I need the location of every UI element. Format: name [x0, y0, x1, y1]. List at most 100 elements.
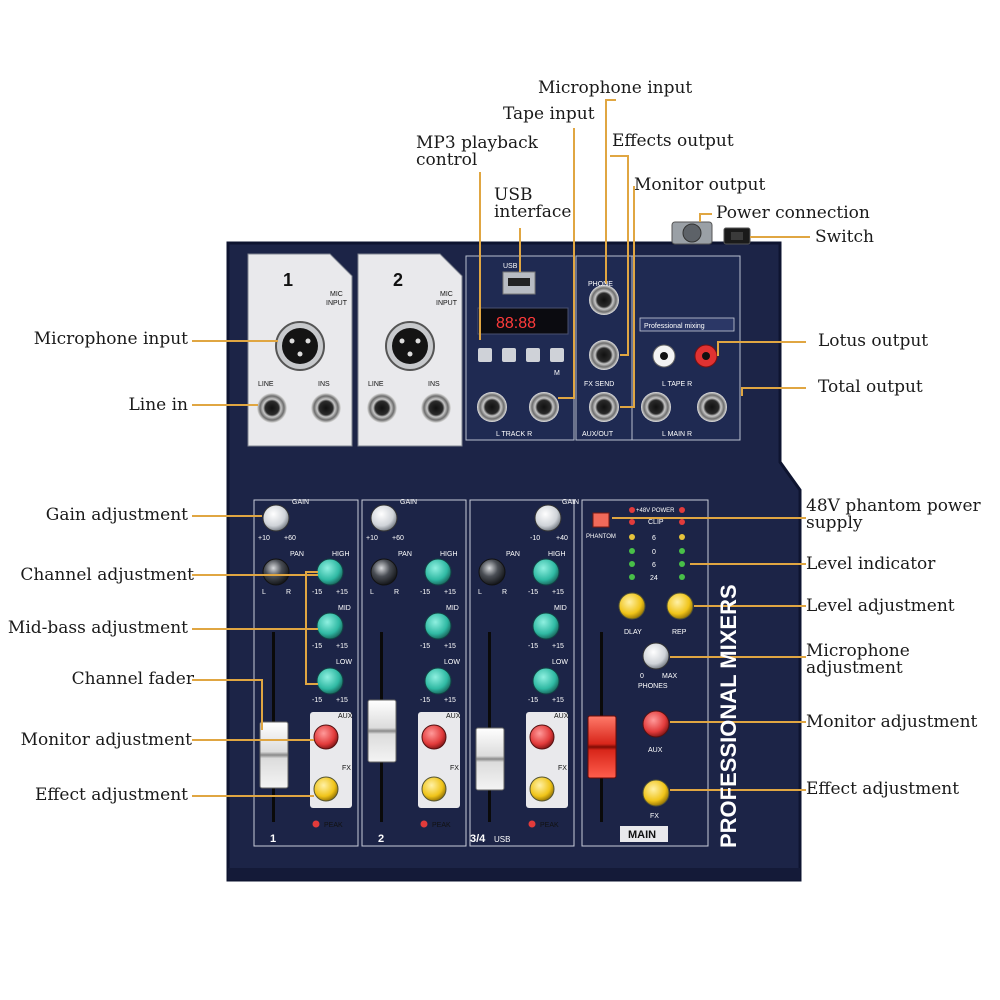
phones-knob [642, 642, 670, 670]
fx-send-label: FX SEND [584, 381, 614, 388]
callout-total-output: Total output [818, 377, 923, 397]
high-knob-ch2 [424, 558, 452, 586]
phone-jack [589, 285, 619, 315]
pan-label-ch1: PAN [290, 551, 304, 558]
aux-out-label: AUX/OUT [582, 431, 614, 438]
power-connector [671, 221, 713, 245]
main-aux-knob [642, 710, 670, 738]
aux-knob-ch2 [421, 724, 447, 750]
gain-min-ch2: +10 [366, 535, 378, 542]
clip-label: CLIP [648, 519, 664, 526]
fader-ch34 [475, 632, 505, 822]
strip-frame-1 [253, 499, 359, 847]
main-jack-l [641, 392, 671, 422]
strip-number-34: 3/4 [470, 833, 486, 845]
rca-jack-l [652, 344, 676, 368]
peak-label-ch2: PEAK [432, 822, 451, 829]
strip-frame-34 [469, 499, 575, 847]
low-min-ch1: -15 [312, 697, 322, 704]
callout-line-in: Line in [128, 395, 188, 415]
callout-microphone-adjustment: Microphone adjustment [806, 641, 910, 678]
strip-number-2: 2 [378, 833, 384, 845]
aux-label-ch1: AUX [338, 713, 353, 720]
phantom-button [592, 512, 610, 528]
power48-label: +48V POWER [636, 508, 675, 514]
strip-frame-2 [361, 499, 467, 847]
gain-label-ch1: GAIN [292, 499, 309, 506]
dlay-knob [618, 592, 646, 620]
peak-label-ch34: PEAK [540, 822, 559, 829]
master-frame [581, 499, 709, 847]
xlr-jack-ch2 [385, 321, 435, 371]
main-fx-label: FX [650, 813, 659, 820]
pan-r-ch2: R [394, 589, 399, 596]
low-label-ch34: LOW [552, 659, 568, 666]
mid-min-ch34: -15 [528, 643, 538, 650]
callout-monitor-adjustment-left: Monitor adjustment [20, 730, 192, 750]
aux-knob-ch34 [529, 724, 555, 750]
usb-port-label: USB [503, 263, 518, 270]
callout-channel-fader: Channel fader [71, 669, 194, 689]
phantom-label: PHANTOM [586, 534, 616, 540]
fader-ch2 [367, 632, 397, 822]
mp3-button-1 [478, 348, 492, 362]
ins-jack-ch2 [421, 393, 451, 423]
aux-label-ch34: AUX [554, 713, 569, 720]
peak-led-ch34 [528, 820, 536, 828]
aux-out-jack [589, 392, 619, 422]
ins-label-ch2: INS [428, 381, 440, 388]
high-label-ch2: HIGH [440, 551, 458, 558]
gain-max-ch1: +60 [284, 535, 296, 542]
callout-usb-interface: USB interface [494, 185, 572, 222]
display-digits: 88:88 [496, 315, 536, 332]
callout-channel-adjustment: Channel adjustment [20, 565, 194, 585]
gain-max-ch34: +40 [556, 535, 568, 542]
line-jack-ch2 [367, 393, 397, 423]
gain-label-ch34: GAIN [562, 499, 579, 506]
aux-knob-ch1 [313, 724, 339, 750]
mid-label-ch2: MID [446, 605, 459, 612]
mid-label-ch1: MID [338, 605, 351, 612]
meter-6a: 6 [652, 535, 656, 542]
callout-microphone-input-top: Microphone input [538, 78, 693, 98]
main-out-label: L MAIN R [662, 431, 692, 438]
callout-microphone-input-left: Microphone input [33, 329, 188, 349]
pan-l-ch1: L [262, 589, 266, 596]
high-min-ch2: -15 [420, 589, 430, 596]
rep-label: REP [672, 629, 687, 636]
phones-label: PHONES [638, 683, 668, 690]
mid-min-ch1: -15 [312, 643, 322, 650]
chassis-bottom-lip [228, 868, 800, 880]
meter-6b: 6 [652, 562, 656, 569]
pan-knob-ch1 [262, 558, 290, 586]
mp3-display [477, 307, 569, 335]
meter-24: 24 [650, 575, 658, 582]
professional-mixing-label: Professional mixing [644, 323, 705, 330]
mid-max-ch34: +15 [552, 643, 564, 650]
ch1-number: 1 [283, 270, 293, 290]
mid-label-ch34: MID [554, 605, 567, 612]
phones-max: MAX [662, 673, 678, 680]
callout-effects-output: Effects output [612, 131, 734, 151]
mp3-button-2 [502, 348, 516, 362]
ins-jack-ch1 [311, 393, 341, 423]
main-fx-knob [642, 779, 670, 807]
pan-r-ch34: R [502, 589, 507, 596]
track-jack-r [529, 392, 559, 422]
fx-knob-ch2 [421, 776, 447, 802]
brand-vertical: PROFESSIONAL MIXERS [716, 584, 741, 848]
fader-ch1 [259, 632, 289, 822]
mid-knob-ch34 [532, 612, 560, 640]
fx-label-ch1: FX [342, 765, 351, 772]
fx-send-jack [589, 340, 619, 370]
phone-label: PHONE [588, 281, 613, 288]
low-label-ch1: LOW [336, 659, 352, 666]
callout-mid-bass-adjustment: Mid-bass adjustment [7, 618, 188, 638]
strip-usb-label: USB [494, 835, 510, 844]
callout-lotus-output: Lotus output [818, 331, 929, 351]
line-label-ch1: LINE [258, 381, 274, 388]
fx-knob-ch1 [313, 776, 339, 802]
